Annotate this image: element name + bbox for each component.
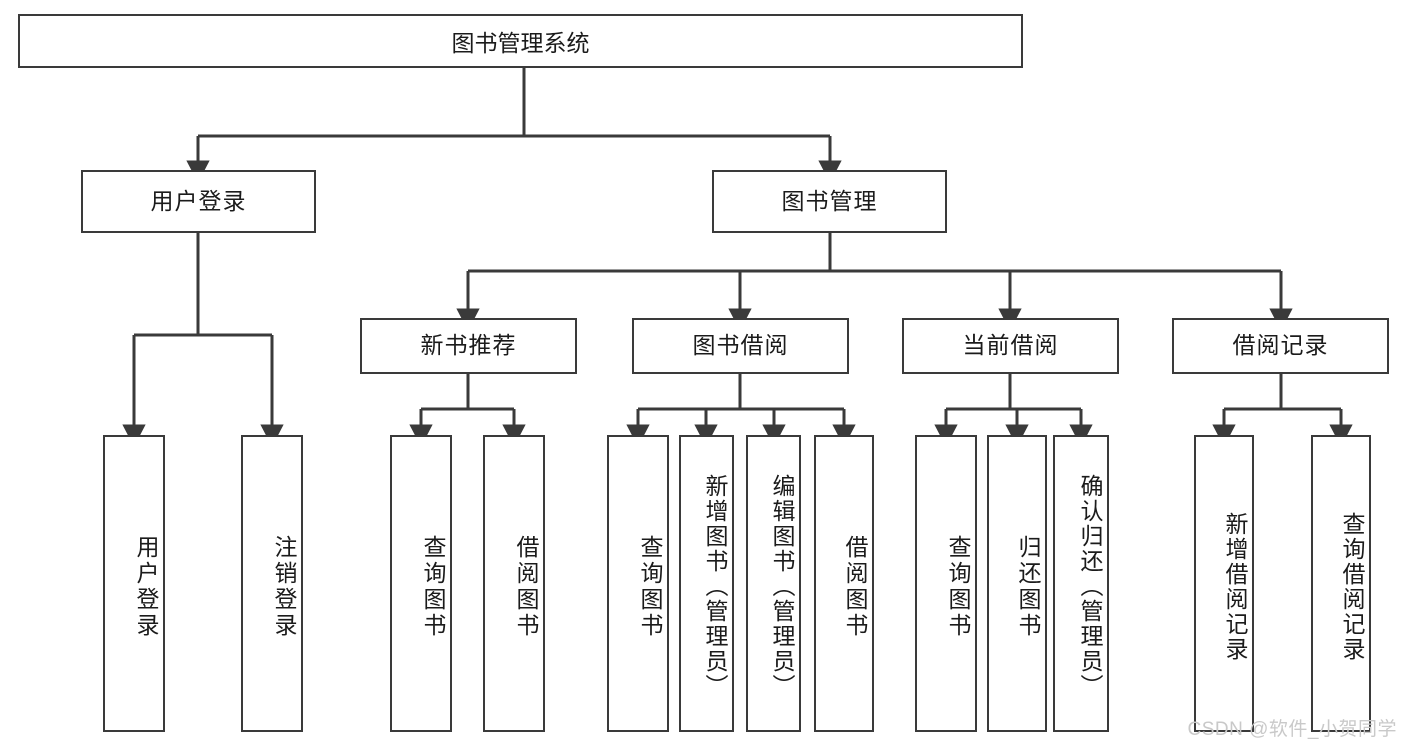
leaf-new-book-borrow[interactable]: 借阅图书	[483, 435, 545, 732]
node-user-login-label: 用户登录	[150, 187, 247, 214]
node-book-borrow[interactable]: 图书借阅	[632, 318, 849, 374]
node-book-manage-label: 图书管理	[781, 187, 878, 214]
leaf-current-borrow-return[interactable]: 归还图书	[987, 435, 1047, 732]
leaf-user-login-login[interactable]: 用户登录	[103, 435, 165, 732]
node-borrow-record-label: 借阅记录	[1232, 332, 1329, 359]
leaf-label: 借阅图书	[842, 534, 868, 639]
node-current-borrow-label: 当前借阅	[962, 332, 1059, 359]
leaf-book-borrow-borrow[interactable]: 借阅图书	[814, 435, 874, 732]
leaf-book-borrow-query[interactable]: 查询图书	[607, 435, 669, 732]
watermark: CSDN @软件_小贺同学	[1187, 719, 1397, 740]
leaf-record-add[interactable]: 新增借阅记录	[1194, 435, 1254, 732]
leaf-new-book-query[interactable]: 查询图书	[390, 435, 452, 732]
node-root-label: 图书管理系统	[451, 30, 590, 56]
leaf-label: 查询图书	[637, 534, 663, 639]
leaf-label: 借阅图书	[513, 534, 539, 639]
leaf-label: 确认归还（管理员）	[1077, 474, 1103, 699]
node-new-book-recommend[interactable]: 新书推荐	[360, 318, 577, 374]
leaf-label: 查询借阅记录	[1339, 511, 1365, 662]
leaf-label: 归还图书	[1015, 534, 1041, 639]
leaf-label: 新增借阅记录	[1222, 511, 1248, 662]
leaf-label: 用户登录	[133, 534, 159, 639]
leaf-label: 注销登录	[271, 534, 297, 639]
node-book-borrow-label: 图书借阅	[692, 332, 789, 359]
leaf-label: 查询图书	[420, 534, 446, 639]
leaf-current-borrow-confirm[interactable]: 确认归还（管理员）	[1053, 435, 1109, 732]
leaf-label: 编辑图书（管理员）	[769, 474, 795, 699]
node-borrow-record[interactable]: 借阅记录	[1172, 318, 1389, 374]
node-new-book-recommend-label: 新书推荐	[420, 332, 517, 359]
leaf-label: 查询图书	[945, 534, 971, 639]
node-user-login[interactable]: 用户登录	[81, 170, 316, 233]
leaf-current-borrow-query[interactable]: 查询图书	[915, 435, 977, 732]
leaf-label: 新增图书（管理员）	[702, 474, 728, 699]
leaf-book-borrow-edit[interactable]: 编辑图书（管理员）	[746, 435, 801, 732]
leaf-record-query[interactable]: 查询借阅记录	[1311, 435, 1371, 732]
leaf-book-borrow-add[interactable]: 新增图书（管理员）	[679, 435, 734, 732]
node-book-manage[interactable]: 图书管理	[712, 170, 947, 233]
node-root[interactable]: 图书管理系统	[18, 14, 1023, 68]
leaf-user-login-logout[interactable]: 注销登录	[241, 435, 303, 732]
node-current-borrow[interactable]: 当前借阅	[902, 318, 1119, 374]
